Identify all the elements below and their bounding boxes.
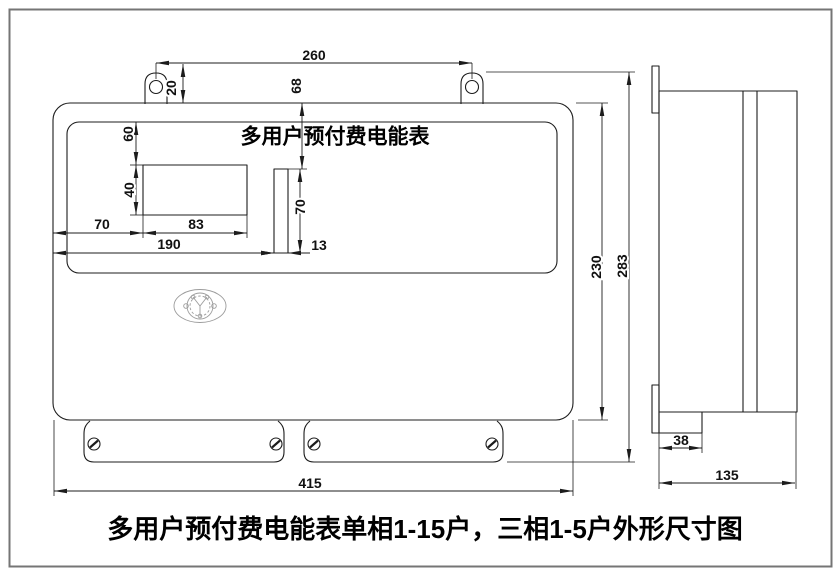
dim-label-60: 60 [120,126,136,142]
dim-label-83: 83 [188,216,204,232]
dim-label-68: 68 [288,78,304,94]
dim-label-40: 40 [121,182,137,198]
dim-label-38: 38 [673,432,689,448]
seal-icon [173,289,227,323]
dim-label-283: 283 [614,254,630,278]
dim-label-135: 135 [715,467,739,483]
display-window [142,164,248,216]
side-terminal-cover-step [658,411,703,434]
side-mounting-strip-bottom [651,384,660,434]
sheet-border [8,8,833,568]
side-body-outline [658,90,798,413]
screw-2 [269,437,283,451]
dim-label-70-slot: 70 [292,199,308,215]
dimension-lines [53,60,797,496]
terminal-cover-left [83,420,285,463]
dimension-labels: 260 20 68 60 40 70 70 83 190 13 415 230 … [92,45,741,493]
dim-label-230: 230 [588,255,604,279]
dim-label-190: 190 [157,236,181,252]
card-slot [273,168,289,254]
panel-title: 多用户预付费电能表 [241,125,431,149]
drawing-caption: 多用户预付费电能表单相1-15户，三相1-5户外形尺寸图 [107,514,743,544]
front-view: 多用户预付费电能表 [52,72,574,463]
dim-label-415: 415 [298,475,322,491]
front-inner-panel [66,121,558,274]
front-body-outline [52,102,574,421]
dim-label-70-left: 70 [94,216,110,232]
ear-hole-left [148,79,164,95]
screw-1 [87,437,101,451]
side-mounting-strip-top [651,65,660,114]
ear-hole-right [464,79,480,95]
dim-label-13: 13 [311,237,327,253]
screw-3 [307,437,321,451]
side-view [651,65,798,434]
dim-label-20: 20 [163,80,179,96]
screw-4 [485,437,499,451]
dim-label-260: 260 [302,47,326,63]
terminal-cover-right [303,420,504,463]
